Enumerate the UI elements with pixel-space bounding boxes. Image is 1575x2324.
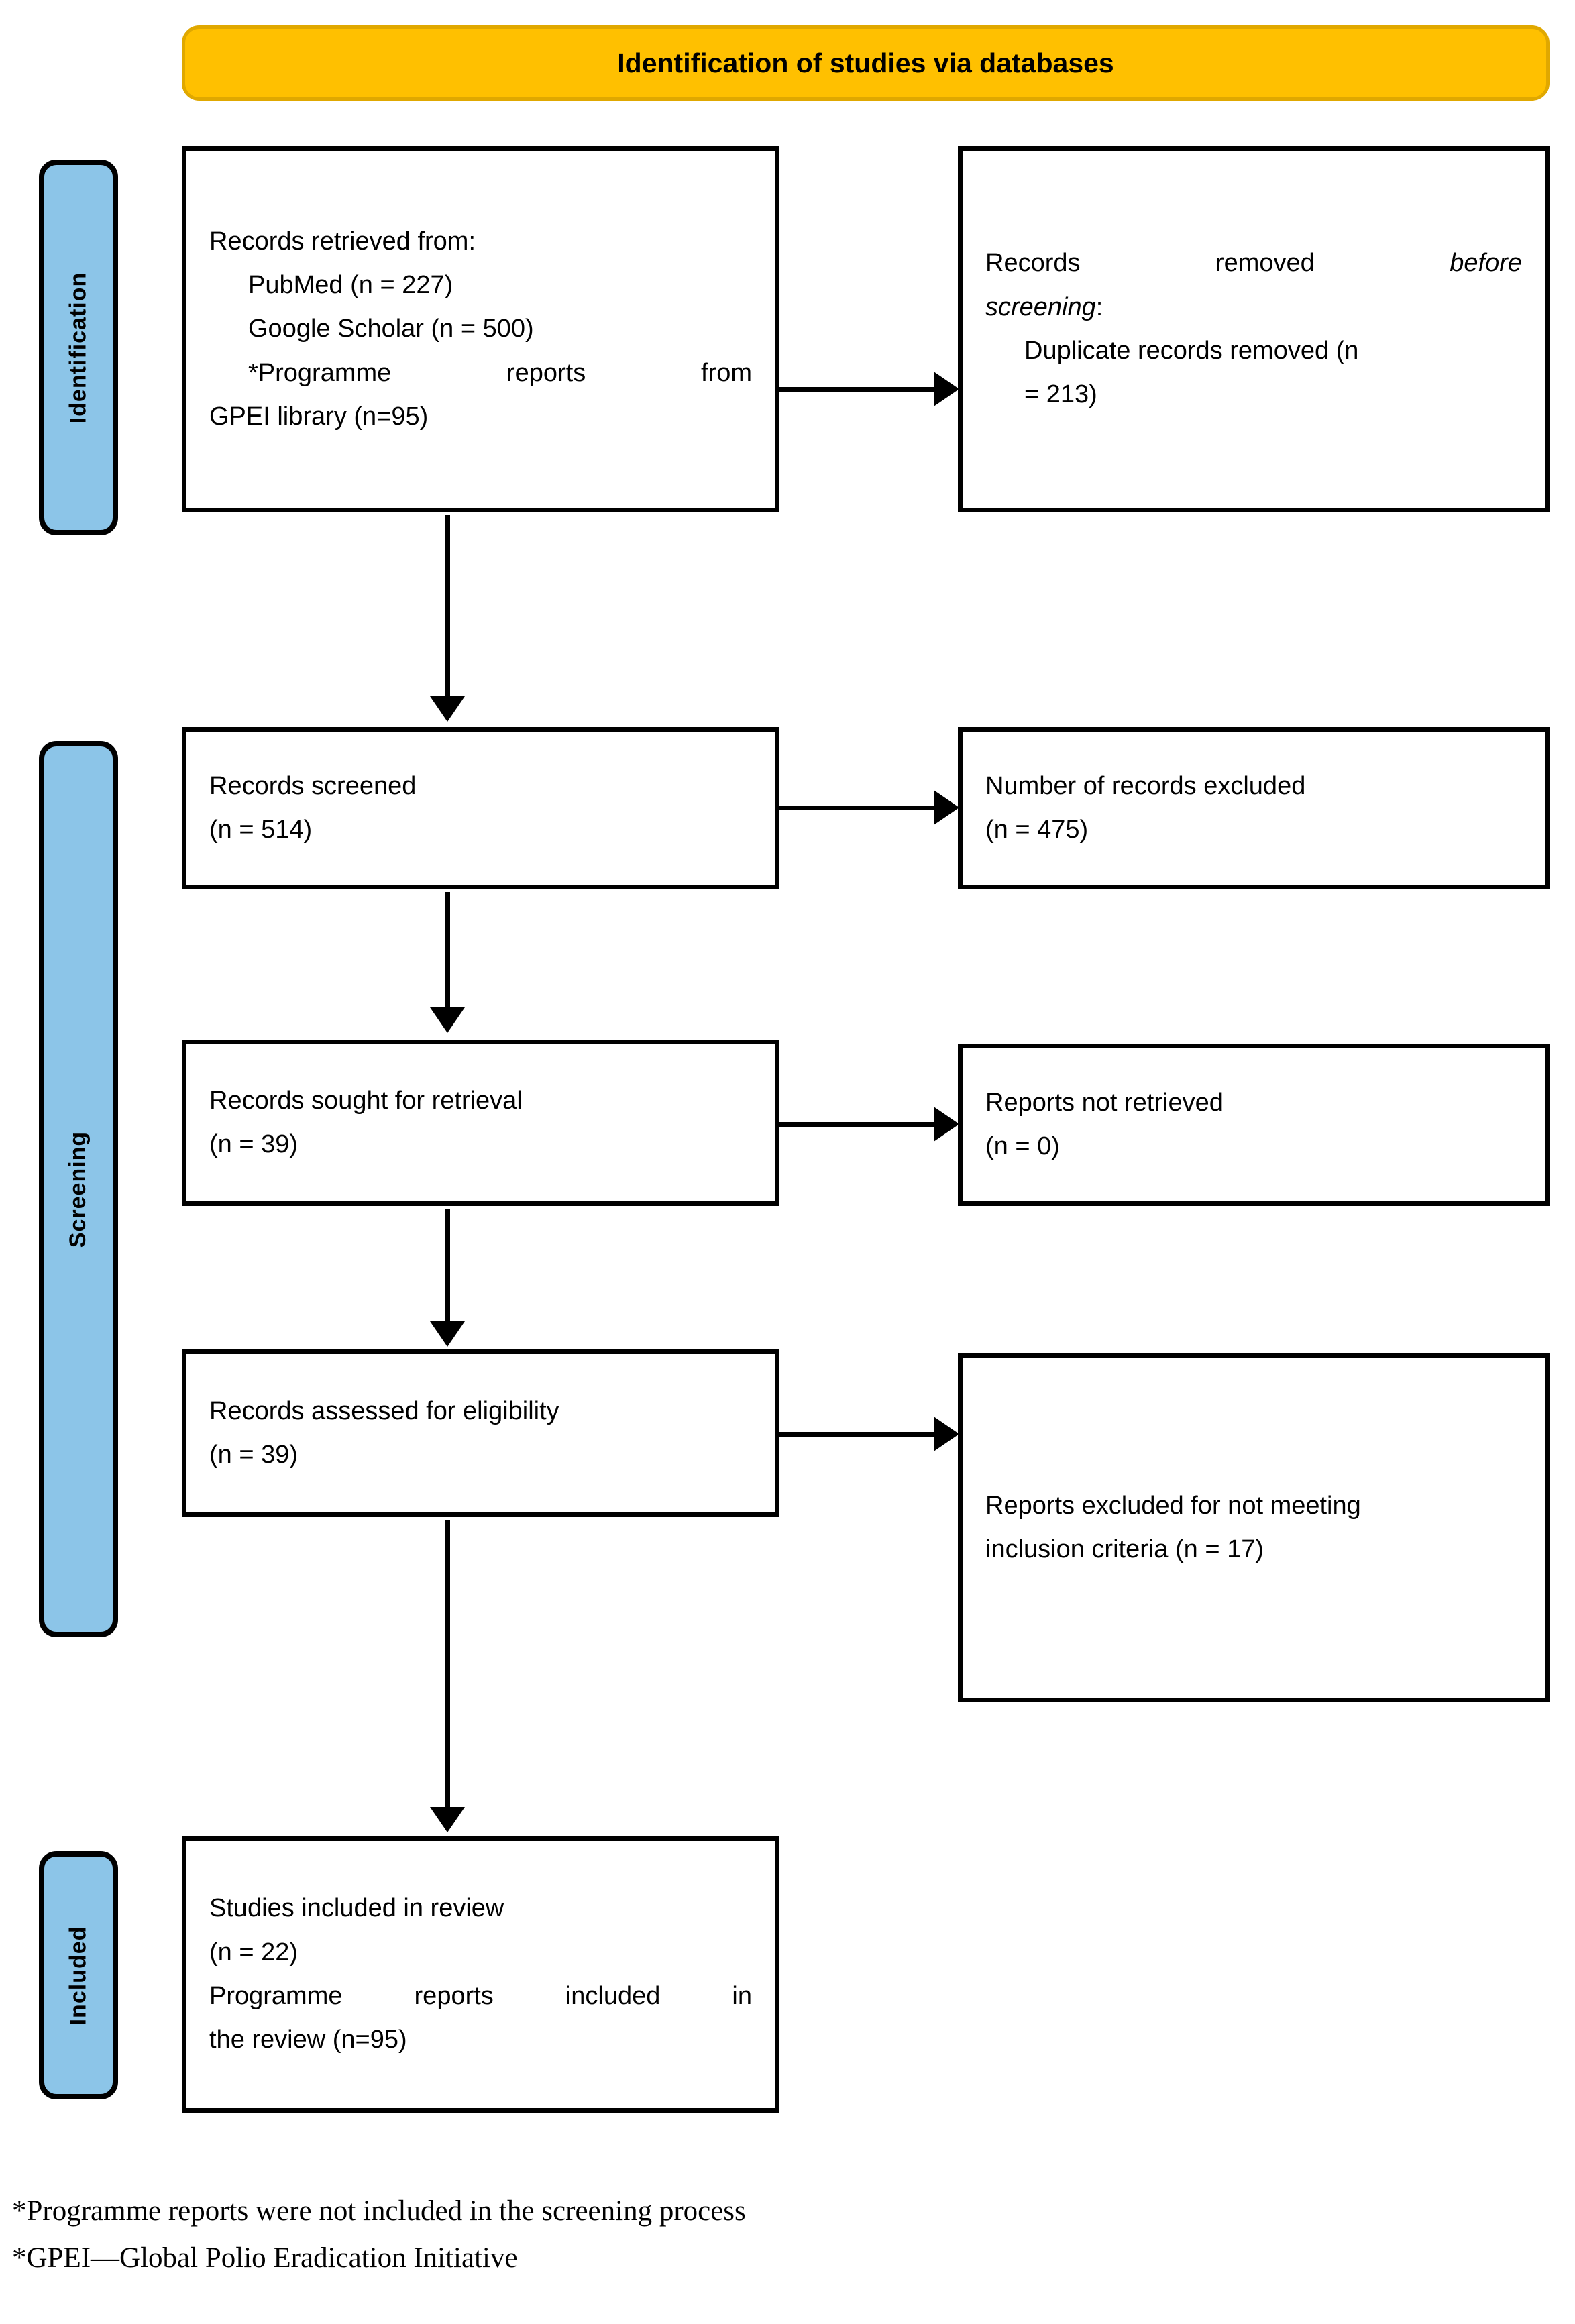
records-retrieved-item-programme-reports: *Programme reports from (248, 358, 752, 387)
records-screened-label: Records screened (209, 771, 417, 800)
box-records-assessed: Records assessed for eligibility (n = 39… (182, 1349, 779, 1517)
stage-label-included-text: Included (65, 1926, 91, 2025)
reports-excluded-line1: Reports excluded for not meeting (985, 1491, 1361, 1520)
connector-line-sought-to-not-retrieved (779, 1122, 935, 1127)
arrow-head-assessed-to-included (430, 1807, 465, 1832)
box-reports-excluded: Reports excluded for not meeting inclusi… (958, 1353, 1550, 1702)
box-records-screened: Records screened (n = 514) (182, 727, 779, 889)
connector-line-retrieved-to-screened (445, 515, 450, 696)
reports-excluded-line2: inclusion criteria (n = 17) (985, 1535, 1264, 1563)
arrow-head-sought-to-assessed (430, 1321, 465, 1347)
diagram-header-title: Identification of studies via databases (617, 47, 1114, 78)
connector-line-identification-to-removed (779, 387, 935, 392)
stage-label-screening: Screening (39, 741, 118, 1637)
records-assessed-count: (n = 39) (209, 1441, 298, 1469)
records-removed-heading-screening: screening: (985, 286, 1522, 329)
reports-not-retrieved-count: (n = 0) (985, 1132, 1060, 1160)
records-removed-duplicate-line1: Duplicate records removed (n (1024, 337, 1359, 365)
box-records-retrieved: Records retrieved from: PubMed (n = 227)… (182, 146, 779, 512)
footnote-gpei: *GPEI—Global Polio Eradication Initiativ… (12, 2242, 518, 2274)
connector-line-screened-to-sought (445, 892, 450, 1007)
records-removed-duplicate-line2: = 213) (1024, 380, 1097, 409)
box-records-removed: Records removed before screening: Duplic… (958, 146, 1550, 512)
studies-included-line3: Programme reports included in (209, 1982, 752, 2010)
box-records-excluded: Number of records excluded (n = 475) (958, 727, 1550, 889)
footnotes: *Programme reports were not included in … (12, 2188, 1488, 2281)
studies-included-line2: (n = 22) (209, 1938, 298, 1967)
records-retrieved-item-google-scholar: Google Scholar (n = 500) (248, 315, 534, 343)
stage-label-identification-text: Identification (65, 272, 91, 423)
records-removed-heading-before: before (1450, 249, 1522, 278)
records-retrieved-item-pubmed: PubMed (n = 227) (248, 270, 453, 299)
box-studies-included: Studies included in review (n = 22) Prog… (182, 1836, 779, 2113)
records-retrieved-heading: Records retrieved from: (209, 227, 476, 256)
records-assessed-label: Records assessed for eligibility (209, 1396, 559, 1425)
stage-label-included: Included (39, 1851, 118, 2099)
records-screened-count: (n = 514) (209, 816, 313, 844)
records-removed-heading: Records removed before (985, 241, 1522, 285)
stage-label-identification: Identification (39, 160, 118, 535)
records-excluded-label: Number of records excluded (985, 771, 1306, 800)
footnote-programme-reports: *Programme reports were not included in … (12, 2195, 746, 2227)
connector-line-assessed-to-included (445, 1520, 450, 1807)
arrow-head-sought-to-not-retrieved (934, 1107, 959, 1142)
connector-line-assessed-to-reports-excluded (779, 1432, 935, 1437)
records-removed-heading-screening-text: screening (985, 292, 1096, 321)
arrow-head-screened-to-excluded (934, 790, 959, 825)
connector-line-screened-to-excluded (779, 806, 935, 810)
arrow-head-assessed-to-reports-excluded (934, 1417, 959, 1451)
studies-included-line1: Studies included in review (209, 1894, 504, 1923)
records-sought-label: Records sought for retrieval (209, 1086, 523, 1115)
records-removed-heading-colon: : (1095, 292, 1103, 321)
box-records-sought: Records sought for retrieval (n = 39) (182, 1040, 779, 1206)
arrow-head-retrieved-to-screened (430, 696, 465, 722)
arrow-head-screened-to-sought (430, 1007, 465, 1033)
records-removed-heading-text: Records removed (985, 249, 1450, 278)
stage-label-screening-text: Screening (65, 1131, 91, 1248)
studies-included-line4: the review (n=95) (209, 2026, 407, 2054)
records-sought-count: (n = 39) (209, 1130, 298, 1158)
arrow-head-identification-to-removed (934, 372, 959, 406)
reports-not-retrieved-label: Reports not retrieved (985, 1088, 1224, 1117)
records-retrieved-item-gpei-library: GPEI library (n=95) (209, 402, 429, 431)
diagram-header-banner: Identification of studies via databases (182, 25, 1550, 101)
connector-line-sought-to-assessed (445, 1209, 450, 1321)
records-excluded-count: (n = 475) (985, 816, 1089, 844)
box-reports-not-retrieved: Reports not retrieved (n = 0) (958, 1044, 1550, 1206)
